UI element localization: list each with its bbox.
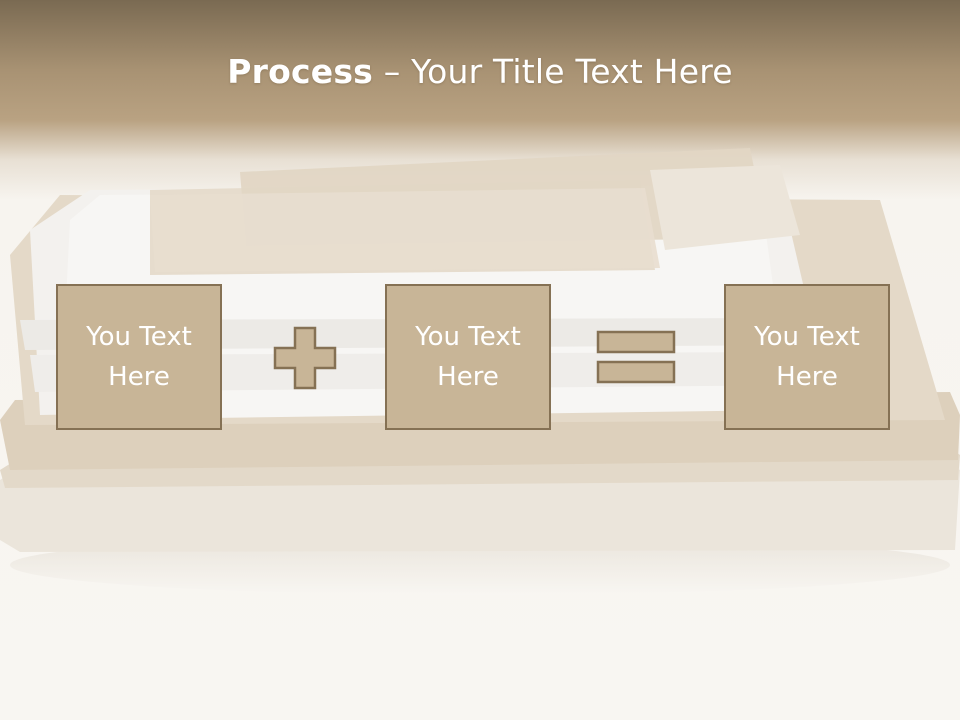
text-box-2[interactable]: You Text Here bbox=[385, 284, 551, 430]
title-bold: Process bbox=[227, 52, 374, 91]
text-box-3[interactable]: You Text Here bbox=[724, 284, 890, 430]
text-box-2-label: You Text Here bbox=[415, 322, 521, 392]
text-box-3-label: You Text Here bbox=[754, 322, 860, 392]
page-title: Process – Your Title Text Here bbox=[0, 52, 960, 91]
equals-icon bbox=[596, 330, 676, 384]
text-box-1[interactable]: You Text Here bbox=[56, 284, 222, 430]
text-box-1-label: You Text Here bbox=[86, 322, 192, 392]
title-rest: – Your Title Text Here bbox=[373, 52, 733, 91]
plus-icon bbox=[273, 326, 337, 390]
